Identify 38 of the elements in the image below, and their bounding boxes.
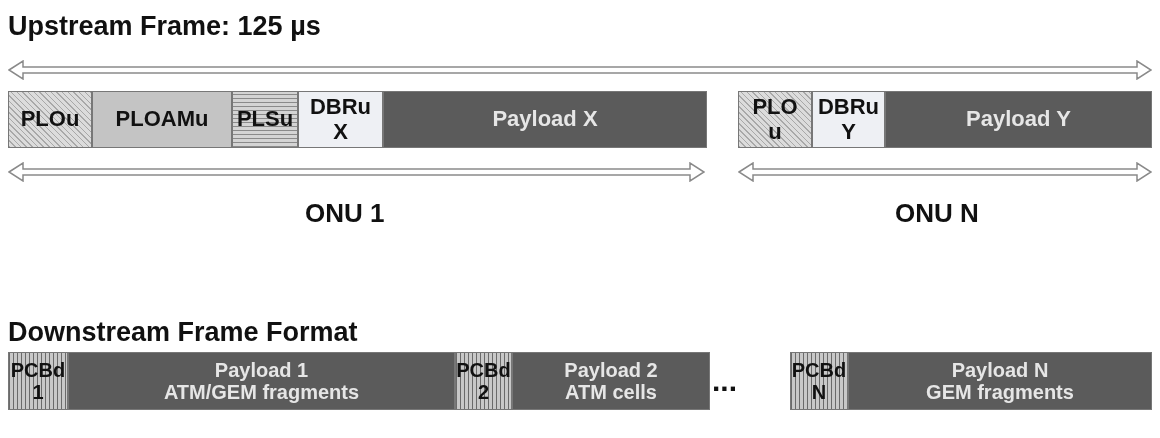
field-label: Payload 2 bbox=[564, 359, 658, 381]
field-label: ATM/GEM fragments bbox=[163, 381, 360, 403]
header-field bbox=[790, 352, 848, 410]
span-arrow bbox=[738, 162, 1152, 182]
field-label: ATM cells bbox=[565, 381, 657, 403]
field-label: DBRu Y bbox=[817, 95, 880, 144]
payload-field bbox=[68, 352, 455, 410]
span-label: ONU N bbox=[895, 197, 979, 230]
frame-field bbox=[8, 91, 92, 148]
header-field bbox=[455, 352, 512, 410]
section-heading: Upstream Frame: 125 µs bbox=[8, 10, 321, 43]
section-heading: Downstream Frame Format bbox=[8, 316, 358, 349]
ellipsis: ... bbox=[712, 363, 737, 399]
field-label: PLOu bbox=[20, 107, 80, 132]
field-label: Payload X bbox=[492, 107, 598, 132]
header-field bbox=[8, 352, 68, 410]
frame-field bbox=[232, 91, 298, 148]
field-label: PLSu bbox=[236, 107, 294, 132]
field-label: Payload 1 bbox=[214, 359, 309, 381]
frame-field bbox=[92, 91, 232, 148]
field-label: PCBd N bbox=[791, 359, 847, 403]
payload-field bbox=[885, 91, 1152, 148]
span-arrow bbox=[8, 162, 705, 182]
field-label: Payload N bbox=[951, 359, 1049, 381]
field-label: PCBd 2 bbox=[456, 359, 511, 403]
field-label: DBRu X bbox=[309, 95, 372, 144]
payload-field bbox=[848, 352, 1152, 410]
field-label: PLOAMu bbox=[115, 107, 209, 132]
field-label: PCBd 1 bbox=[10, 359, 66, 403]
payload-field bbox=[383, 91, 707, 148]
span-label: ONU 1 bbox=[305, 197, 385, 230]
frame-field bbox=[738, 91, 812, 148]
payload-field bbox=[512, 352, 710, 410]
frame-field bbox=[298, 91, 383, 148]
span-arrow bbox=[8, 60, 1152, 80]
field-label: Payload Y bbox=[966, 107, 1071, 132]
field-label: GEM fragments bbox=[926, 381, 1074, 403]
field-label: PLO u bbox=[751, 95, 799, 144]
